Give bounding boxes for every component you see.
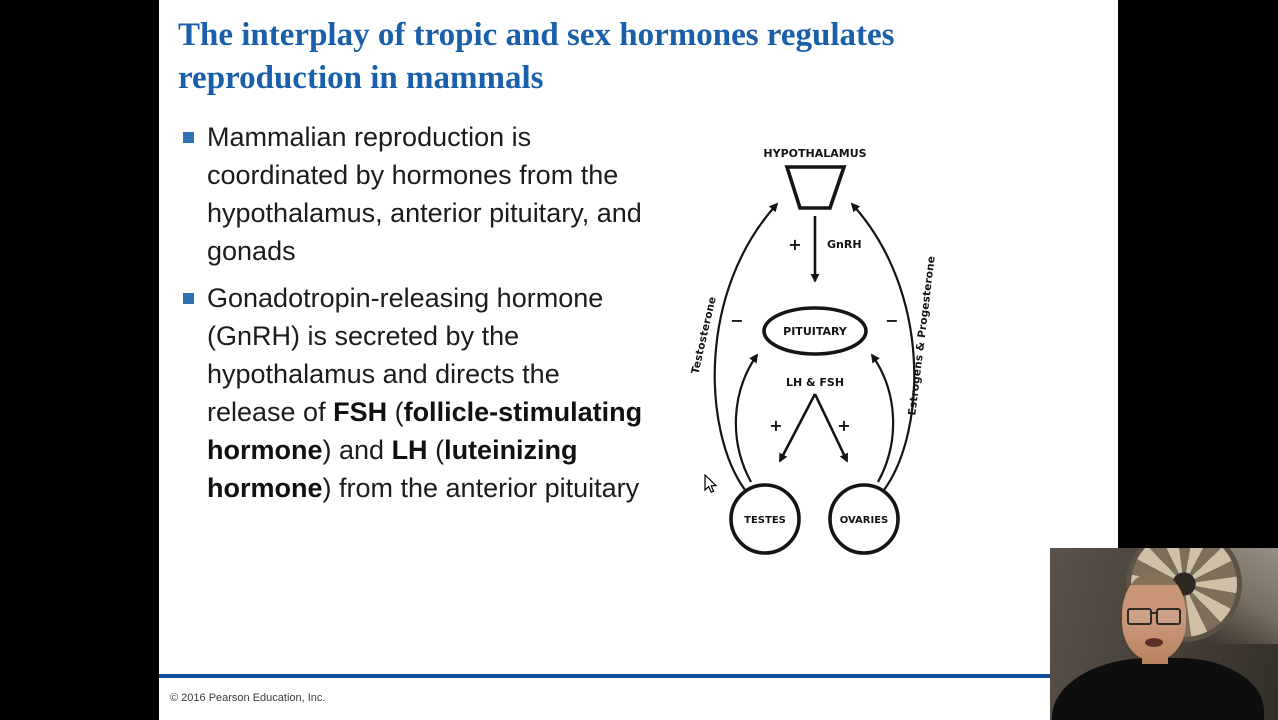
pituitary-shape <box>762 306 868 356</box>
pituitary-label: PITUITARY <box>783 325 848 338</box>
text-segment-bold: follicle-stimulating hormone <box>207 397 643 465</box>
slide-divider-line <box>159 674 1118 678</box>
webcam-overlay <box>1050 548 1278 720</box>
text-segment-bold: luteinizing hormone <box>207 435 578 503</box>
presenter-head <box>1122 572 1186 660</box>
presenter-torso <box>1052 658 1264 720</box>
testosterone-feedback-arrow-inner <box>734 353 759 483</box>
ovaries-shape <box>828 483 900 555</box>
text-segment: ( <box>427 435 445 465</box>
testosterone-feedback-arrow-outer <box>713 202 779 491</box>
bullet-item-2: Gonadotropin-releasing hormone (GnRH) is… <box>181 279 643 507</box>
plus-sign: + <box>837 416 850 435</box>
testes-label: TESTES <box>744 515 786 526</box>
slide-title-line2: reproduction in mammals <box>178 60 544 96</box>
bullet-square-icon <box>183 293 194 304</box>
estrogen-feedback-arrow-outer <box>850 202 916 491</box>
text-segment-bold: LH <box>391 435 428 465</box>
slide-title-line1: The interplay of tropic and sex hormones… <box>178 17 895 53</box>
presenter-mouth <box>1145 638 1163 647</box>
glasses-bridge <box>1150 612 1158 614</box>
hypothalamus-shape <box>784 165 847 210</box>
glasses-lens-left <box>1127 608 1152 625</box>
bullet-item-1: Mammalian reproduction is coordinated by… <box>181 118 643 270</box>
slide-title: The interplay of tropic and sex hormones… <box>178 14 1088 100</box>
bullet-text-1: Mammalian reproduction is coordinated by… <box>207 122 642 266</box>
plus-sign: + <box>788 235 801 254</box>
hypothalamus-label: HYPOTHALAMUS <box>763 147 866 160</box>
bullet-square-icon <box>183 132 194 143</box>
minus-sign: − <box>730 311 743 330</box>
text-segment: ( <box>387 397 404 427</box>
bullet-list: Mammalian reproduction is coordinated by… <box>181 118 643 507</box>
gnrh-label: GnRH <box>827 238 862 251</box>
lh-fsh-label: LH & FSH <box>786 376 844 389</box>
testes-shape <box>729 483 801 555</box>
glasses-lens-right <box>1156 608 1181 625</box>
lh-fsh-arrow-right <box>813 393 849 463</box>
estrogen-feedback-arrow-inner <box>870 353 895 483</box>
text-segment-bold: FSH <box>333 397 388 427</box>
text-segment: ) from the anterior pituitary <box>322 473 640 503</box>
plus-sign: + <box>769 416 782 435</box>
bullet-text-2: Gonadotropin-releasing hormone (GnRH) is… <box>207 279 643 507</box>
mouse-cursor-icon <box>704 474 718 493</box>
minus-sign: − <box>885 311 898 330</box>
hormone-feedback-diagram: HYPOTHALAMUS + GnRH PITUITARY LH & FSH +… <box>689 147 938 555</box>
text-segment: Gonadotropin-releasing hormone (GnRH) is… <box>207 283 604 427</box>
copyright-text: © 2016 Pearson Education, Inc. <box>170 692 326 704</box>
lh-fsh-arrow-left <box>778 393 817 463</box>
glasses <box>1127 608 1181 625</box>
presentation-slide: The interplay of tropic and sex hormones… <box>159 0 1118 720</box>
ovaries-label: OVARIES <box>840 515 889 526</box>
text-segment: ) and <box>322 435 392 465</box>
